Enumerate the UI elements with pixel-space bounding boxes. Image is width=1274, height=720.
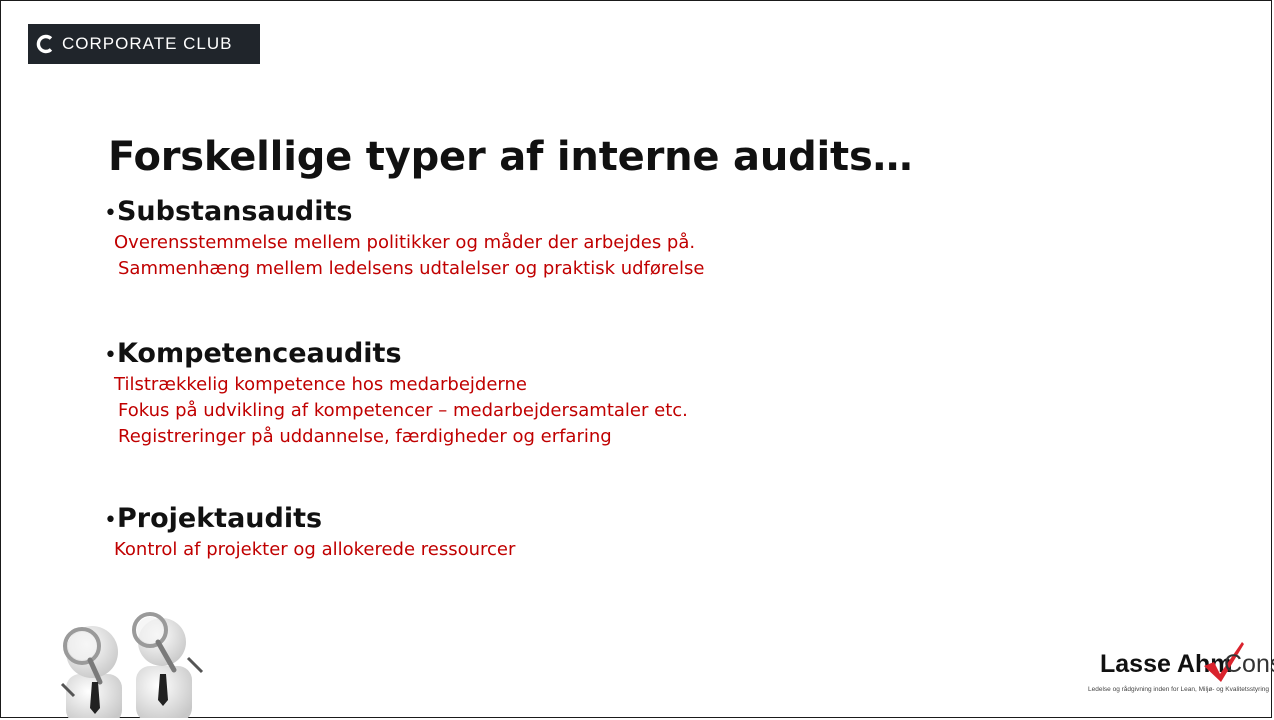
brand-name: CORPORATE CLUB: [62, 34, 233, 53]
logo-suffix: Consult: [1224, 650, 1274, 678]
section-line: Overensstemmelse mellem politikker og må…: [114, 232, 696, 253]
section-line: Tilstrækkelig kompetence hos medarbejder…: [114, 374, 527, 395]
people-magnifying-glass-icon: [60, 612, 204, 718]
c-logo-icon: [36, 34, 53, 54]
lasse-ahm-consult-logo: Lasse Ahm Consult Ledelse og rådgivning …: [1088, 642, 1274, 708]
brand-bar: CORPORATE CLUB: [28, 24, 260, 64]
slide-title: Forskellige typer af interne audits…: [108, 134, 913, 180]
section-line: Sammenhæng mellem ledelsens udtalelser o…: [118, 258, 705, 279]
section-line: Kontrol af projekter og allokerede resso…: [114, 539, 516, 560]
bullet: •: [104, 343, 117, 368]
section-projektaudits: •Projektaudits Kontrol af projekter og a…: [104, 503, 515, 563]
section-line: Registreringer på uddannelse, færdighede…: [118, 426, 612, 447]
section-heading: •Kompetenceaudits: [104, 338, 688, 372]
heading-text: Kompetenceaudits: [116, 338, 402, 369]
heading-text: Substansaudits: [116, 196, 353, 227]
checkmark-icon: [1204, 642, 1244, 682]
section-line: Fokus på udvikling af kompetencer – meda…: [118, 400, 688, 421]
section-heading: •Projektaudits: [104, 503, 515, 537]
bullet: •: [104, 201, 117, 226]
heading-text: Projektaudits: [116, 503, 323, 534]
bullet: •: [104, 508, 117, 533]
section-substansaudits: •Substansaudits Overensstemmelse mellem …: [104, 196, 704, 282]
logo-tagline: Ledelse og rådgivning inden for Lean, Mi…: [1088, 686, 1270, 693]
section-heading: •Substansaudits: [104, 196, 704, 230]
section-kompetenceaudits: •Kompetenceaudits Tilstrækkelig kompeten…: [104, 338, 688, 450]
